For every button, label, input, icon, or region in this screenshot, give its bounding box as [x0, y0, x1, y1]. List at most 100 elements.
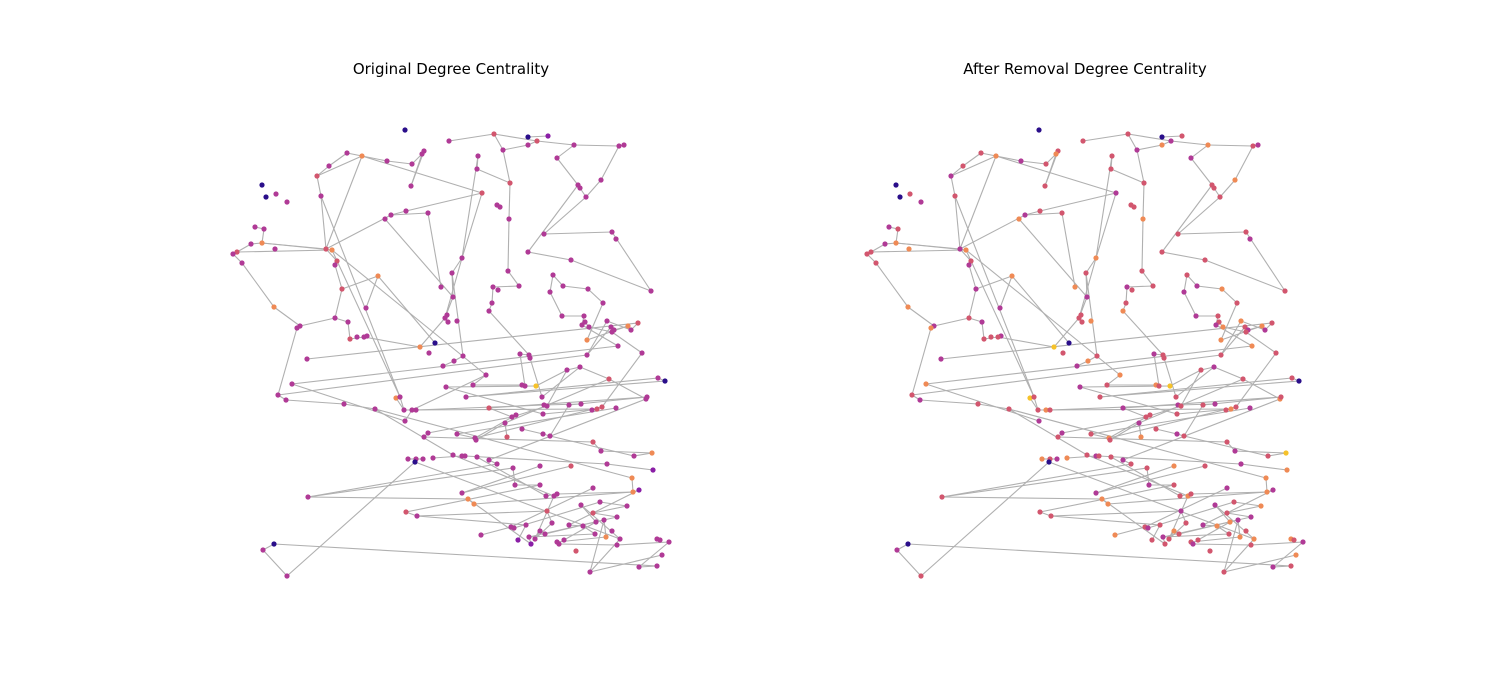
graph-edge	[592, 512, 618, 518]
graph-edge	[940, 322, 1273, 360]
graph-edge	[512, 467, 516, 486]
graph-node	[1053, 151, 1059, 157]
graph-node	[1141, 180, 1147, 186]
graph-edge	[1161, 184, 1213, 253]
graph-edge	[962, 152, 982, 167]
graph-edge	[580, 504, 597, 523]
graph-node	[263, 194, 269, 200]
graph-node	[1198, 367, 1204, 373]
graph-edge	[549, 435, 635, 457]
graph-node	[978, 150, 984, 156]
graph-node	[1291, 537, 1297, 543]
graph-edge	[527, 184, 579, 253]
graph-node	[928, 325, 934, 331]
graph-edge	[1245, 231, 1286, 292]
graph-edge	[586, 326, 612, 356]
graph-node	[1214, 523, 1220, 529]
graph-node	[597, 499, 603, 505]
graph-node	[988, 334, 994, 340]
graph-node	[1096, 453, 1102, 459]
graph-node	[425, 430, 431, 436]
graph-edge	[464, 455, 608, 465]
graph-node	[586, 324, 592, 330]
graph-node	[1048, 513, 1054, 519]
graph-edge	[919, 399, 979, 405]
graph-edge	[925, 345, 1253, 385]
graph-edge	[633, 452, 653, 457]
graph-edge	[334, 288, 343, 319]
graph-node	[1084, 294, 1090, 300]
graph-edge	[965, 249, 1121, 376]
graph-node	[655, 375, 661, 381]
graph-edge	[1110, 168, 1145, 184]
graph-node	[614, 514, 620, 520]
graph-node	[382, 216, 388, 222]
graph-node	[1117, 372, 1123, 378]
graph-edge	[1226, 512, 1252, 518]
graph-node	[432, 340, 438, 346]
graph-edge	[1183, 274, 1188, 293]
graph-edge	[1099, 377, 1293, 398]
graph-node	[636, 487, 642, 493]
graph-node	[1258, 503, 1264, 509]
graph-edge	[325, 214, 392, 250]
graph-node	[1120, 405, 1126, 411]
graph-edge	[1213, 366, 1244, 380]
graph-node	[1220, 324, 1226, 330]
graph-edge	[467, 498, 532, 545]
graph-edge	[361, 155, 483, 194]
graph-node	[579, 322, 585, 328]
graph-node	[1016, 216, 1022, 222]
graph-edge	[925, 383, 1040, 422]
graph-edge	[365, 275, 379, 309]
graph-node	[1051, 344, 1057, 350]
graph-node	[603, 534, 609, 540]
graph-node	[478, 532, 484, 538]
graph-node	[442, 315, 448, 321]
graph-edge	[1204, 259, 1286, 292]
graph-edge	[1202, 489, 1274, 526]
graph-edge	[325, 248, 338, 262]
graph-node	[528, 541, 534, 547]
graph-node	[284, 573, 290, 579]
graph-node	[1233, 404, 1239, 410]
graph-node	[629, 475, 635, 481]
graph-edge	[601, 352, 643, 408]
graph-node	[993, 153, 999, 159]
graph-node	[649, 450, 655, 456]
graph-edge	[1127, 133, 1138, 151]
graph-node	[354, 334, 360, 340]
graph-node	[1108, 454, 1114, 460]
graph-edge	[536, 140, 575, 146]
graph-edge	[1151, 524, 1161, 541]
graph-node	[1159, 142, 1165, 148]
graph-edge	[1085, 257, 1097, 274]
graph-edge	[549, 291, 563, 317]
graph-node	[583, 194, 589, 200]
graph-node	[1055, 434, 1061, 440]
graph-node	[347, 336, 353, 342]
graph-node	[598, 448, 604, 454]
graph-node	[289, 381, 295, 387]
graph-node	[584, 352, 590, 358]
graph-node	[393, 395, 399, 401]
graph-edge	[556, 144, 575, 159]
graph-edge	[1169, 369, 1202, 387]
graph-edge	[1214, 504, 1231, 523]
graph-node	[1176, 531, 1182, 537]
graph-node	[450, 452, 456, 458]
graph-edge	[1108, 406, 1237, 439]
graph-node	[604, 461, 610, 467]
graph-edge	[573, 144, 620, 147]
graph-edge	[1162, 533, 1230, 538]
graph-edge	[870, 249, 967, 253]
graph-node	[894, 547, 900, 553]
graph-node	[628, 327, 634, 333]
graph-node	[471, 501, 477, 507]
graph-edge	[410, 150, 425, 187]
graph-node	[609, 329, 615, 335]
graph-edge	[907, 543, 1292, 567]
graph-node	[525, 134, 531, 140]
graph-edge	[562, 285, 589, 290]
graph-node	[905, 304, 911, 310]
